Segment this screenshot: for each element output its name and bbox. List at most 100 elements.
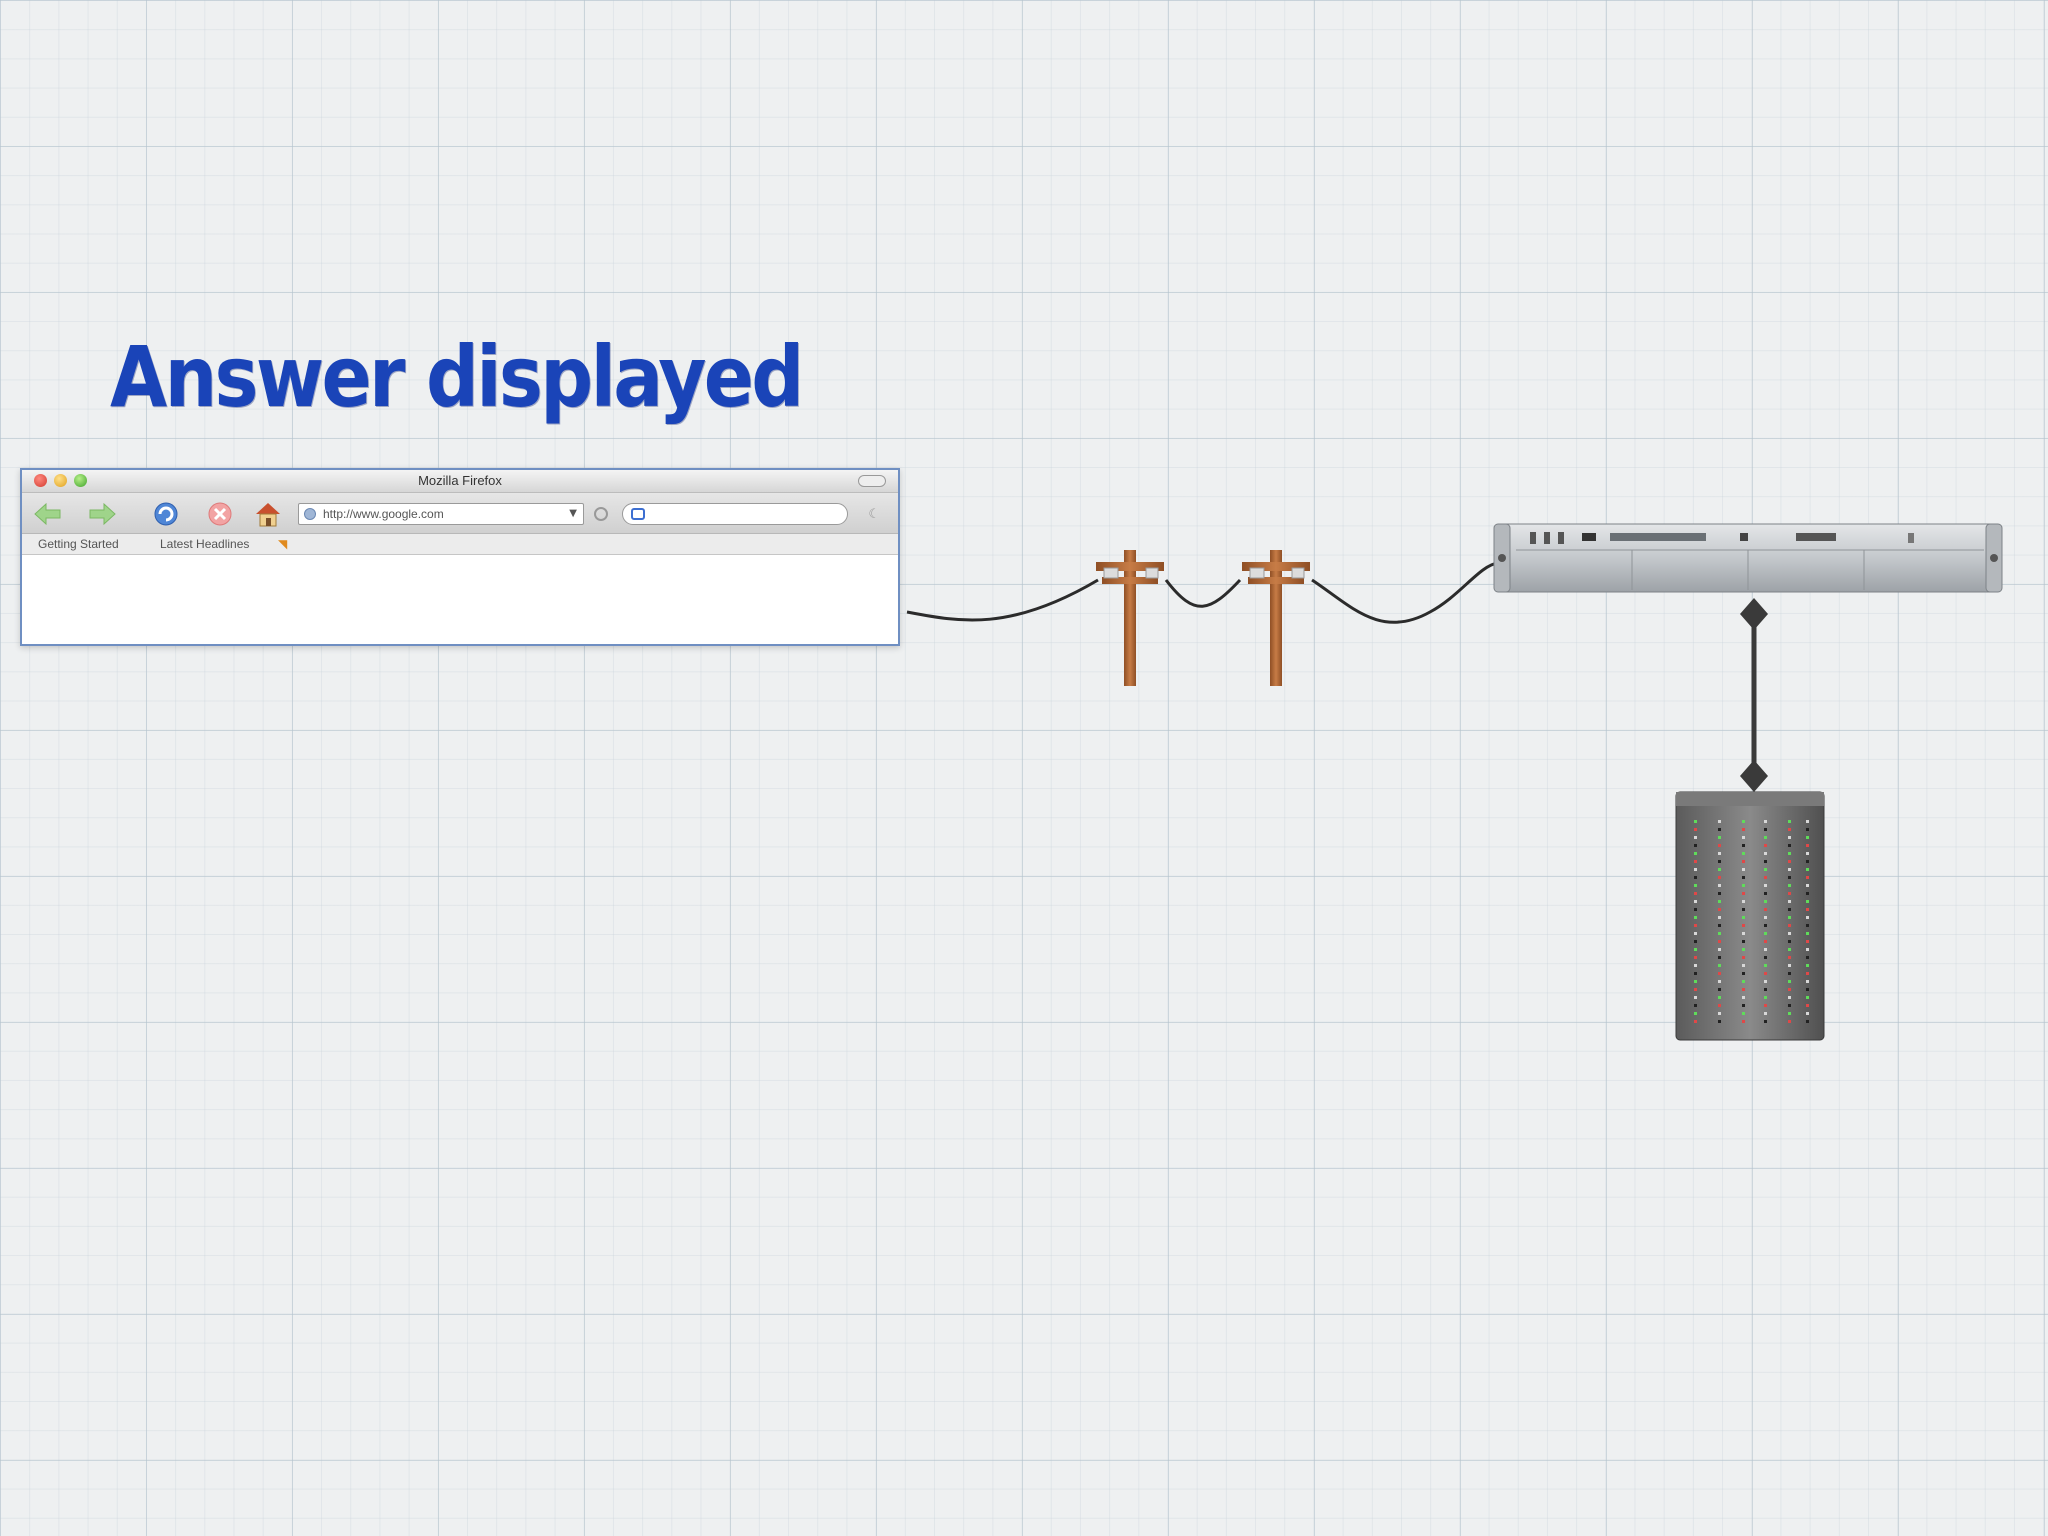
utility-pole-icon: [1096, 550, 1164, 686]
minimize-window-icon[interactable]: [54, 474, 67, 487]
status-led: [1788, 828, 1791, 831]
status-led: [1764, 828, 1767, 831]
status-led: [1764, 988, 1767, 991]
forward-arrow-icon[interactable]: [86, 501, 118, 527]
bookmark-latest-headlines[interactable]: Latest Headlines: [160, 537, 250, 551]
status-led: [1788, 924, 1791, 927]
status-led: [1694, 860, 1697, 863]
status-led: [1742, 876, 1745, 879]
status-led: [1806, 852, 1809, 855]
status-led: [1806, 988, 1809, 991]
status-led: [1806, 844, 1809, 847]
status-led: [1788, 844, 1791, 847]
status-led: [1788, 908, 1791, 911]
status-led: [1718, 940, 1721, 943]
home-icon[interactable]: [252, 501, 284, 527]
status-led: [1694, 908, 1697, 911]
navigation-toolbar: http://www.google.com ▼ ☾: [22, 493, 898, 534]
zoom-window-icon[interactable]: [74, 474, 87, 487]
status-led: [1764, 964, 1767, 967]
status-led: [1694, 956, 1697, 959]
status-led: [1764, 1020, 1767, 1023]
status-led: [1806, 860, 1809, 863]
status-led: [1788, 876, 1791, 879]
status-led: [1806, 916, 1809, 919]
status-led: [1788, 820, 1791, 823]
status-led: [1718, 924, 1721, 927]
status-led: [1718, 996, 1721, 999]
status-led: [1694, 964, 1697, 967]
status-led: [1788, 892, 1791, 895]
status-led: [1718, 868, 1721, 871]
status-led: [1742, 972, 1745, 975]
status-led: [1742, 932, 1745, 935]
url-input[interactable]: http://www.google.com ▼: [298, 503, 584, 525]
status-led: [1694, 1020, 1697, 1023]
status-led: [1742, 916, 1745, 919]
reload-icon[interactable]: [150, 501, 182, 527]
status-led: [1742, 884, 1745, 887]
search-engine-icon[interactable]: [631, 508, 645, 520]
rack-server-icon: [1493, 523, 2003, 593]
slide-title: Answer displayed: [110, 328, 804, 426]
status-led: [1742, 948, 1745, 951]
status-led: [1694, 1012, 1697, 1015]
globe-icon: [304, 508, 316, 520]
status-led: [1788, 852, 1791, 855]
status-led: [1742, 860, 1745, 863]
dropdown-icon[interactable]: ▼: [569, 508, 577, 519]
status-led: [1694, 948, 1697, 951]
status-led: [1694, 900, 1697, 903]
status-led: [1764, 972, 1767, 975]
status-led: [1764, 844, 1767, 847]
status-led: [1742, 1004, 1745, 1007]
status-led: [1788, 916, 1791, 919]
status-led: [1742, 940, 1745, 943]
status-led: [1764, 932, 1767, 935]
bookmark-getting-started[interactable]: Getting Started: [38, 537, 119, 551]
status-led: [1718, 972, 1721, 975]
status-led: [1742, 868, 1745, 871]
status-led: [1806, 932, 1809, 935]
toolbar-toggle-icon[interactable]: [858, 475, 886, 487]
status-led: [1764, 908, 1767, 911]
window-title: Mozilla Firefox: [418, 473, 502, 488]
status-led: [1694, 852, 1697, 855]
back-arrow-icon[interactable]: [32, 501, 64, 527]
go-icon[interactable]: [594, 507, 608, 521]
status-led: [1788, 900, 1791, 903]
status-led: [1694, 980, 1697, 983]
status-led: [1806, 820, 1809, 823]
url-text: http://www.google.com: [323, 507, 444, 521]
status-led: [1788, 996, 1791, 999]
status-led: [1742, 964, 1745, 967]
status-led: [1694, 972, 1697, 975]
status-led: [1742, 924, 1745, 927]
close-window-icon[interactable]: [34, 474, 47, 487]
status-led: [1788, 868, 1791, 871]
search-input[interactable]: [622, 503, 848, 525]
status-led: [1788, 972, 1791, 975]
status-led: [1742, 892, 1745, 895]
status-led: [1764, 916, 1767, 919]
status-led: [1788, 948, 1791, 951]
status-led: [1764, 924, 1767, 927]
status-led: [1806, 836, 1809, 839]
stop-icon[interactable]: [204, 501, 236, 527]
status-led: [1742, 980, 1745, 983]
status-led: [1764, 860, 1767, 863]
status-led: [1742, 852, 1745, 855]
status-led: [1694, 916, 1697, 919]
status-led: [1764, 1012, 1767, 1015]
status-led: [1718, 836, 1721, 839]
status-led: [1694, 924, 1697, 927]
status-led: [1718, 820, 1721, 823]
status-led: [1694, 868, 1697, 871]
status-led: [1742, 820, 1745, 823]
status-led: [1694, 820, 1697, 823]
status-led: [1718, 916, 1721, 919]
status-led: [1742, 828, 1745, 831]
status-led: [1788, 940, 1791, 943]
status-led: [1742, 908, 1745, 911]
status-led: [1742, 844, 1745, 847]
